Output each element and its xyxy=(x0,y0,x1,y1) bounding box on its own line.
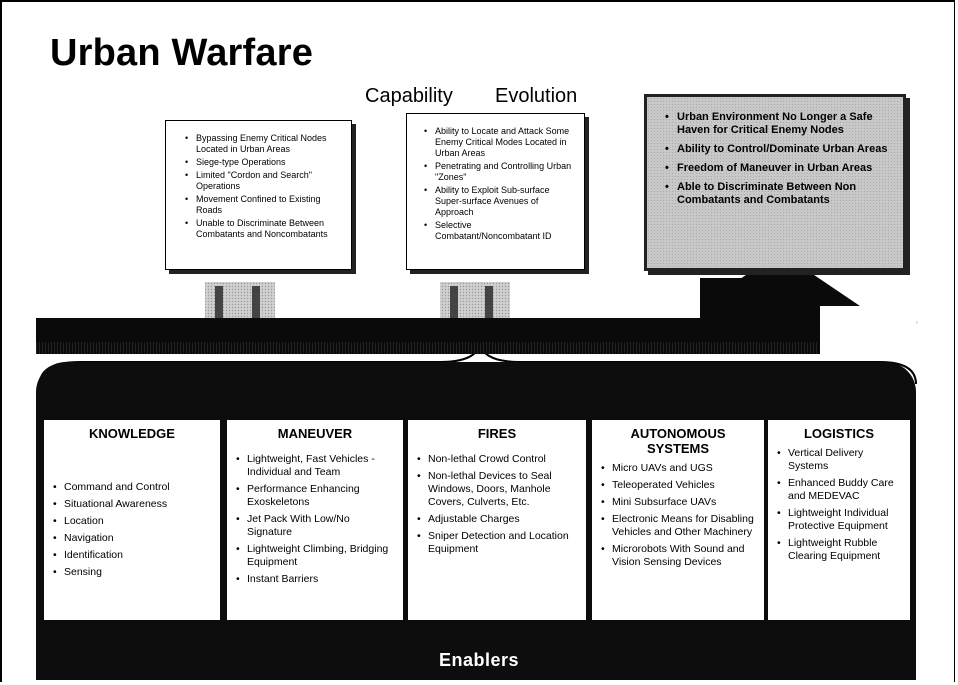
list-item: Sensing xyxy=(53,566,214,579)
list-item: Sniper Detection and Location Equipment xyxy=(417,530,580,556)
list-item: Micro UAVs and UGS xyxy=(601,462,758,475)
list-item: Ability to Control/Dominate Urban Areas xyxy=(665,143,895,156)
list-item: Siege-type Operations xyxy=(185,157,343,168)
list-item: Instant Barriers xyxy=(236,573,397,586)
list-item: Jet Pack With Low/No Signature xyxy=(236,513,397,539)
column-heading: LOGISTICS xyxy=(803,426,875,441)
list-item: Non-lethal Devices to Seal Windows, Door… xyxy=(417,470,580,509)
caption-capability: Capability xyxy=(365,85,453,107)
enabler-column-knowledge: KNOWLEDGE Command and Control Situationa… xyxy=(44,420,220,620)
list-item: Limited "Cordon and Search" Operations xyxy=(185,170,343,192)
list-item: Bypassing Enemy Critical Nodes Located i… xyxy=(185,133,343,155)
enabler-column-logistics: LOGISTICS Vertical Delivery Systems Enha… xyxy=(768,420,910,620)
column-heading: MANEUVER xyxy=(277,426,353,441)
column-heading: FIRES xyxy=(477,426,517,441)
list-item: Location xyxy=(53,515,214,528)
enabler-column-maneuver: MANEUVER Lightweight, Fast Vehicles - In… xyxy=(227,420,403,620)
list-item: Freedom of Maneuver in Urban Areas xyxy=(665,162,895,175)
list-item: Command and Control xyxy=(53,481,214,494)
list-item: Lightweight Climbing, Bridging Equipment xyxy=(236,543,397,569)
list-item: Penetrating and Controlling Urban "Zones… xyxy=(424,161,578,183)
list-item: Adjustable Charges xyxy=(417,513,580,526)
list-item: Performance Enhancing Exoskeletons xyxy=(236,483,397,509)
list-item: Identification xyxy=(53,549,214,562)
list-item: Movement Confined to Existing Roads xyxy=(185,194,343,216)
enabler-column-autonomous-systems: AUTONOMOUS SYSTEMS Micro UAVs and UGS Te… xyxy=(592,420,764,620)
stand-2 xyxy=(440,282,510,322)
column-heading: KNOWLEDGE xyxy=(89,426,175,441)
list-item: Urban Environment No Longer a Safe Haven… xyxy=(665,111,895,137)
tick-mark: ' xyxy=(916,320,918,330)
list-item: Lightweight Rubble Clearing Equipment xyxy=(777,537,904,563)
enablers-label: Enablers xyxy=(438,650,520,670)
list-item: Ability to Exploit Sub-surface Super-sur… xyxy=(424,185,578,218)
list-item: Mini Subsurface UAVs xyxy=(601,496,758,509)
list-item: Unable to Discriminate Between Combatant… xyxy=(185,218,343,240)
list-item: Lightweight, Fast Vehicles - Individual … xyxy=(236,453,397,479)
capability-box-future: Urban Environment No Longer a Safe Haven… xyxy=(644,94,906,271)
slide-title: Urban Warfare xyxy=(50,32,314,74)
caption-evolution: Evolution xyxy=(495,85,578,107)
list-item: Situational Awareness xyxy=(53,498,214,511)
capability-box-current: Bypassing Enemy Critical Nodes Located i… xyxy=(165,120,352,270)
list-item: Ability to Locate and Attack Some Enemy … xyxy=(424,126,578,159)
column-heading: AUTONOMOUS SYSTEMS xyxy=(630,426,726,456)
list-item: Navigation xyxy=(53,532,214,545)
capability-box-intermediate: Ability to Locate and Attack Some Enemy … xyxy=(406,113,585,270)
list-item: Able to Discriminate Between Non Combata… xyxy=(665,181,895,207)
list-item: Enhanced Buddy Care and MEDEVAC xyxy=(777,477,904,503)
arrow-tip xyxy=(700,252,860,306)
list-item: Microrobots With Sound and Vision Sensin… xyxy=(601,543,758,569)
list-item: Lightweight Individual Protective Equipm… xyxy=(777,507,904,533)
list-item: Vertical Delivery Systems xyxy=(777,447,904,473)
enabler-column-fires: FIRES Non-lethal Crowd Control Non-letha… xyxy=(408,420,586,620)
list-item: Electronic Means for Disabling Vehicles … xyxy=(601,513,758,539)
list-item: Selective Combatant/Noncombatant ID xyxy=(424,220,578,242)
stand-1 xyxy=(205,282,275,322)
list-item: Teleoperated Vehicles xyxy=(601,479,758,492)
evolution-bar xyxy=(36,318,817,354)
list-item: Non-lethal Crowd Control xyxy=(417,453,580,466)
